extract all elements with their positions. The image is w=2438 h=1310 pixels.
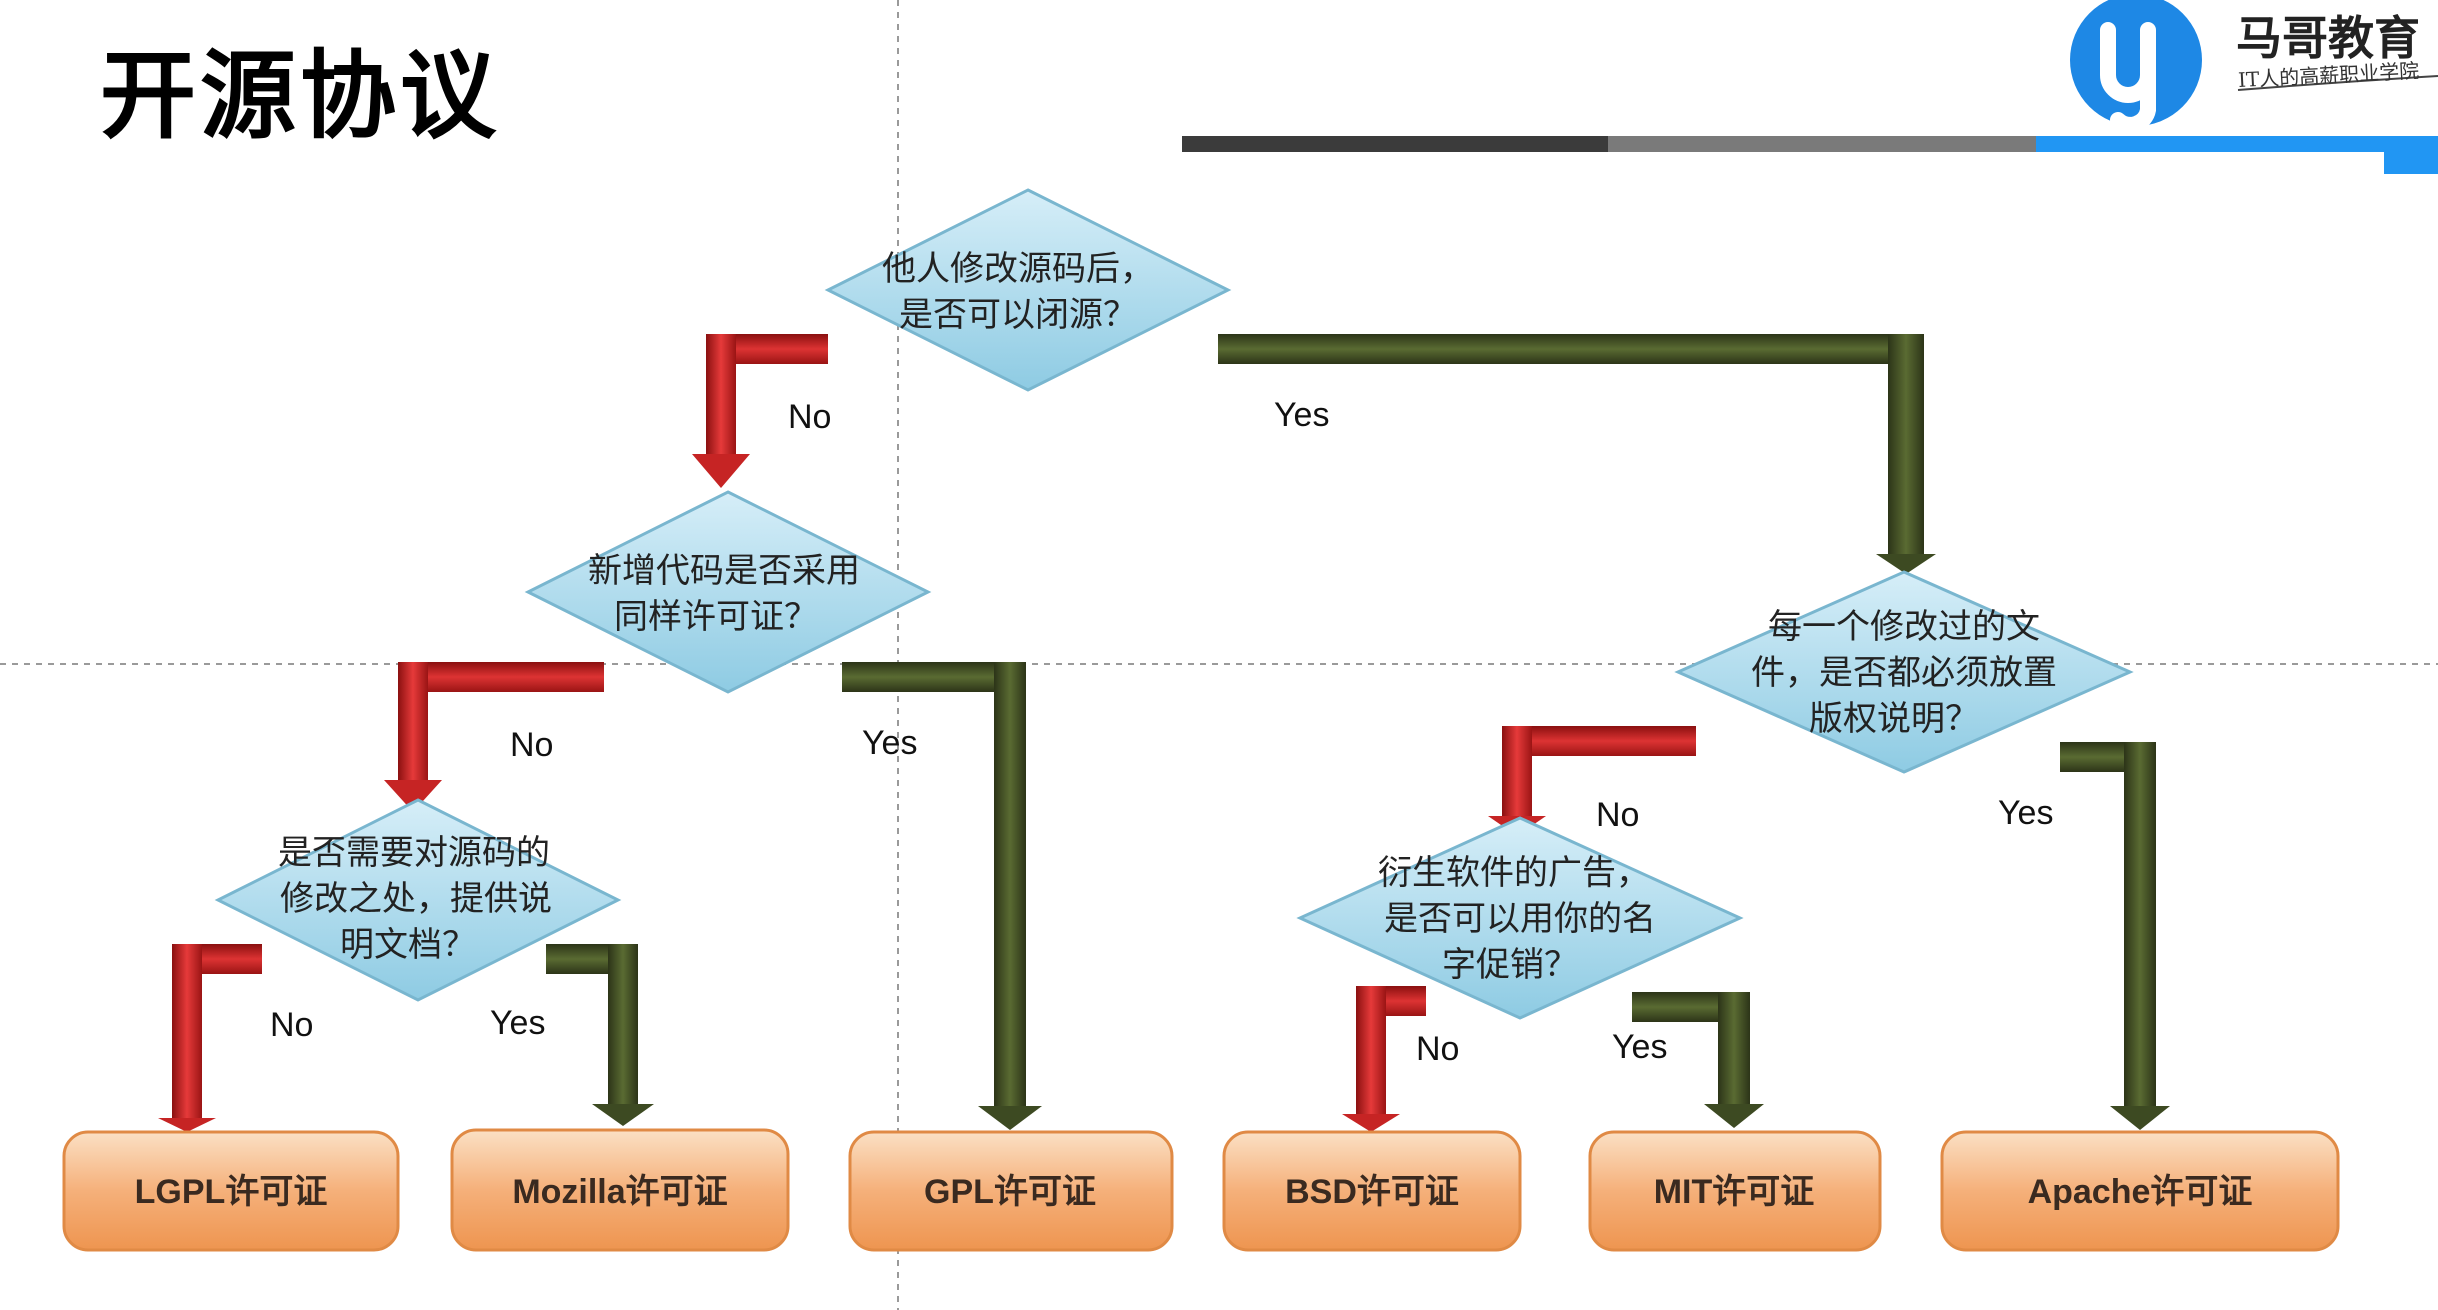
license-box-apache <box>1940 1130 2340 1252</box>
arrow-q1-no <box>692 334 828 488</box>
q4-line-1: 每一个修改过的文 <box>1768 607 2040 647</box>
q5-line-1: 衍生软件的广告， <box>1378 853 1650 893</box>
arrow-q3-yes <box>546 944 654 1126</box>
arrow-q4-yes <box>2060 742 2170 1130</box>
header-bar-blue <box>2036 136 2438 152</box>
q4-line-2: 件，是否都必须放置 <box>1751 653 2057 693</box>
q3-line-1: 是否需要对源码的 <box>278 833 550 873</box>
license-bsd-label: BSD许可证 <box>1285 1173 1459 1211</box>
q4-line-3: 版权说明？ <box>1809 699 1979 739</box>
license-gpl-label: GPL许可证 <box>924 1173 1096 1211</box>
label-q5-yes: Yes <box>1612 1028 1667 1066</box>
page-title: 开源协议 <box>100 40 500 152</box>
q5-line-2: 是否可以用你的名 <box>1384 899 1656 939</box>
arrow-q3-no <box>158 944 262 1132</box>
brand-name: 马哥教育 <box>2236 11 2420 65</box>
logo-mark-icon <box>2100 22 2156 130</box>
decision-diamond-q1 <box>824 188 1232 392</box>
license-box-gpl <box>848 1130 1174 1252</box>
brand-logo <box>2070 0 2438 130</box>
decision-diamond-q5 <box>1296 816 1744 1020</box>
license-lgpl-label: LGPL许可证 <box>135 1173 328 1211</box>
label-q2-yes: Yes <box>862 724 917 762</box>
license-box-bsd <box>1222 1130 1522 1252</box>
q3-line-3: 明文档？ <box>340 925 476 965</box>
license-box-mit <box>1588 1130 1882 1252</box>
q2-line-2: 同样许可证？ <box>614 597 818 637</box>
arrow-q2-no <box>384 662 604 812</box>
license-mit-label: MIT许可证 <box>1654 1173 1815 1211</box>
q5-line-3: 字促销？ <box>1442 945 1578 985</box>
q1-line-1: 他人修改源码后， <box>882 249 1154 289</box>
license-box-lgpl <box>62 1130 400 1252</box>
arrow-q5-yes <box>1632 992 1764 1128</box>
q1-line-2: 是否可以闭源？ <box>899 295 1137 335</box>
q2-line-1: 新增代码是否采用 <box>588 551 860 591</box>
header-bar-blue-tab <box>2384 136 2438 174</box>
decision-diamond-q4 <box>1674 570 2134 774</box>
label-q3-yes: Yes <box>490 1004 545 1042</box>
header-bar-gray <box>1608 136 2036 152</box>
label-q4-no: No <box>1596 796 1639 834</box>
arrow-q5-no <box>1342 986 1426 1132</box>
arrow-q2-yes <box>842 662 1042 1130</box>
label-q1-no: No <box>788 398 831 436</box>
license-box-mozilla <box>450 1128 790 1252</box>
header-bar-dark <box>1182 136 1608 152</box>
license-mozilla-label: Mozilla许可证 <box>512 1173 727 1211</box>
logo-underline <box>2237 75 2438 91</box>
arrow-q1-yes <box>1218 334 1936 574</box>
label-q2-no: No <box>510 726 553 764</box>
decision-diamond-q3 <box>214 798 622 1002</box>
label-q5-no: No <box>1416 1030 1459 1068</box>
label-q3-no: No <box>270 1006 313 1044</box>
license-apache-label: Apache许可证 <box>2028 1173 2253 1211</box>
decision-diamond-q2 <box>524 490 932 694</box>
label-q4-yes: Yes <box>1998 794 2053 832</box>
q3-line-2: 修改之处，提供说 <box>280 879 552 919</box>
label-q1-yes: Yes <box>1274 396 1329 434</box>
